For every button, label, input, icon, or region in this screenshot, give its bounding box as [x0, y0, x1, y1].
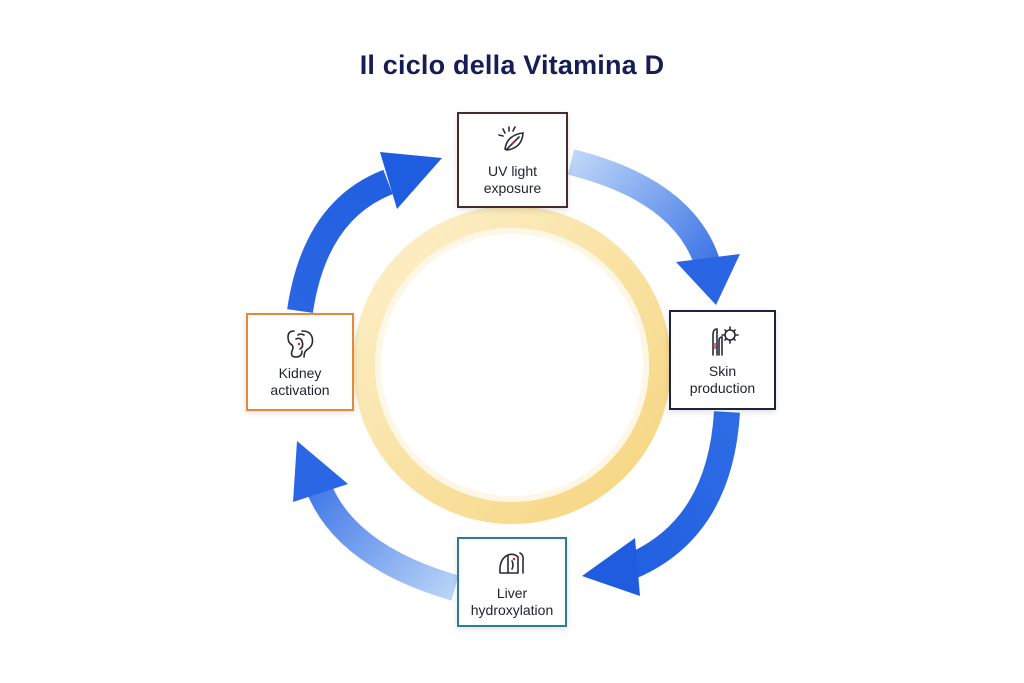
- cycle-ring: [353, 206, 671, 524]
- arrow-skin-to-liver: [582, 411, 740, 596]
- node-skin-production: Skin production: [669, 310, 776, 410]
- node-label-line1: Kidney: [278, 365, 322, 382]
- liver-icon: [499, 552, 524, 575]
- node-label-line2: production: [689, 380, 756, 396]
- sun-leaf-icon: [497, 126, 524, 152]
- arrow-uv-to-skin: [567, 149, 740, 305]
- node-label-line2: hydroxylation: [470, 602, 554, 618]
- node-liver-hydroxylation: Liver hydroxylation: [457, 537, 567, 627]
- cycle-ring-inner-glow: [375, 228, 649, 502]
- arrow-liver-to-kidney: [293, 441, 459, 601]
- node-label-line2: activation: [270, 382, 330, 398]
- node-label-line2: exposure: [483, 180, 542, 196]
- arrow-kidney-to-uv: [287, 152, 442, 314]
- node-label-line1: Skin: [708, 363, 737, 380]
- node-kidney-activation: Kidney activation: [246, 313, 354, 411]
- kidney-icon: [287, 330, 314, 359]
- skin-sun-icon: [711, 326, 739, 357]
- node-label-line1: Liver: [496, 585, 528, 602]
- node-uv-light-exposure: UV light exposure: [457, 112, 568, 208]
- node-label-line1: UV light: [487, 163, 538, 180]
- page-title: Il ciclo della Vitamina D: [359, 50, 665, 80]
